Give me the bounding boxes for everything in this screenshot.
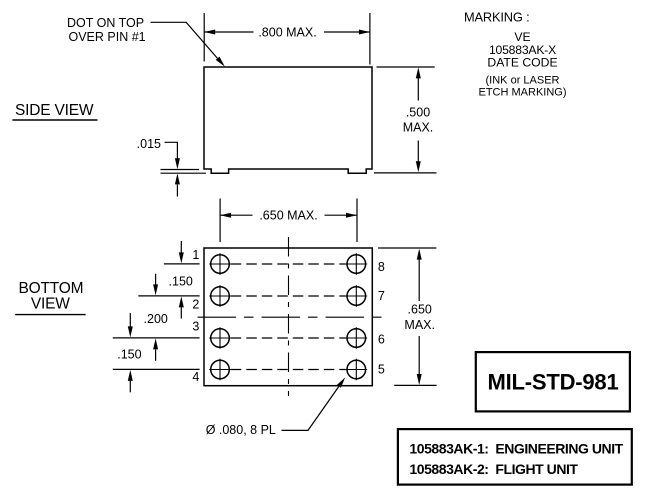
svg-text:.500: .500 [406, 106, 430, 120]
svg-text:.650: .650 [408, 303, 432, 317]
svg-text:.800 MAX.: .800 MAX. [258, 25, 316, 39]
svg-text:VE: VE [514, 30, 530, 44]
svg-text:105883AK-2: FLIGHT UNIT: 105883AK-2: FLIGHT UNIT [409, 461, 578, 477]
svg-text:6: 6 [378, 333, 385, 347]
svg-text:105883AK-1: ENGINEERING UNIT: 105883AK-1: ENGINEERING UNIT [409, 440, 623, 456]
svg-text:MAX.: MAX. [404, 318, 435, 332]
svg-text:5: 5 [378, 363, 385, 377]
svg-text:MAX.: MAX. [403, 121, 434, 135]
svg-text:.200: .200 [144, 312, 168, 326]
svg-text:DATE CODE: DATE CODE [487, 55, 557, 69]
svg-text:SIDE VIEW: SIDE VIEW [15, 102, 94, 119]
svg-text:VIEW: VIEW [31, 296, 70, 313]
svg-text:.015: .015 [137, 137, 161, 151]
svg-text:4: 4 [192, 370, 199, 384]
svg-text:Ø .080, 8 PL: Ø .080, 8 PL [206, 423, 276, 437]
svg-text:.650 MAX.: .650 MAX. [259, 209, 317, 223]
svg-text:3: 3 [192, 320, 199, 334]
svg-text:(INK or LASER: (INK or LASER [486, 74, 560, 86]
svg-text:.150: .150 [169, 274, 193, 288]
svg-text:.150: .150 [117, 347, 141, 361]
svg-text:8: 8 [378, 260, 385, 274]
svg-text:105883AK-X: 105883AK-X [489, 43, 556, 57]
svg-text:MARKING :: MARKING : [464, 9, 529, 24]
svg-text:7: 7 [378, 289, 385, 303]
svg-text:ETCH MARKING): ETCH MARKING) [479, 87, 567, 99]
svg-text:1: 1 [192, 248, 199, 262]
svg-text:MIL-STD-981: MIL-STD-981 [487, 370, 618, 395]
svg-text:2: 2 [192, 297, 199, 311]
svg-text:BOTTOM: BOTTOM [18, 280, 83, 297]
svg-text:DOT ON TOP: DOT ON TOP [67, 16, 144, 30]
svg-text:OVER PIN #1: OVER PIN #1 [69, 30, 146, 44]
